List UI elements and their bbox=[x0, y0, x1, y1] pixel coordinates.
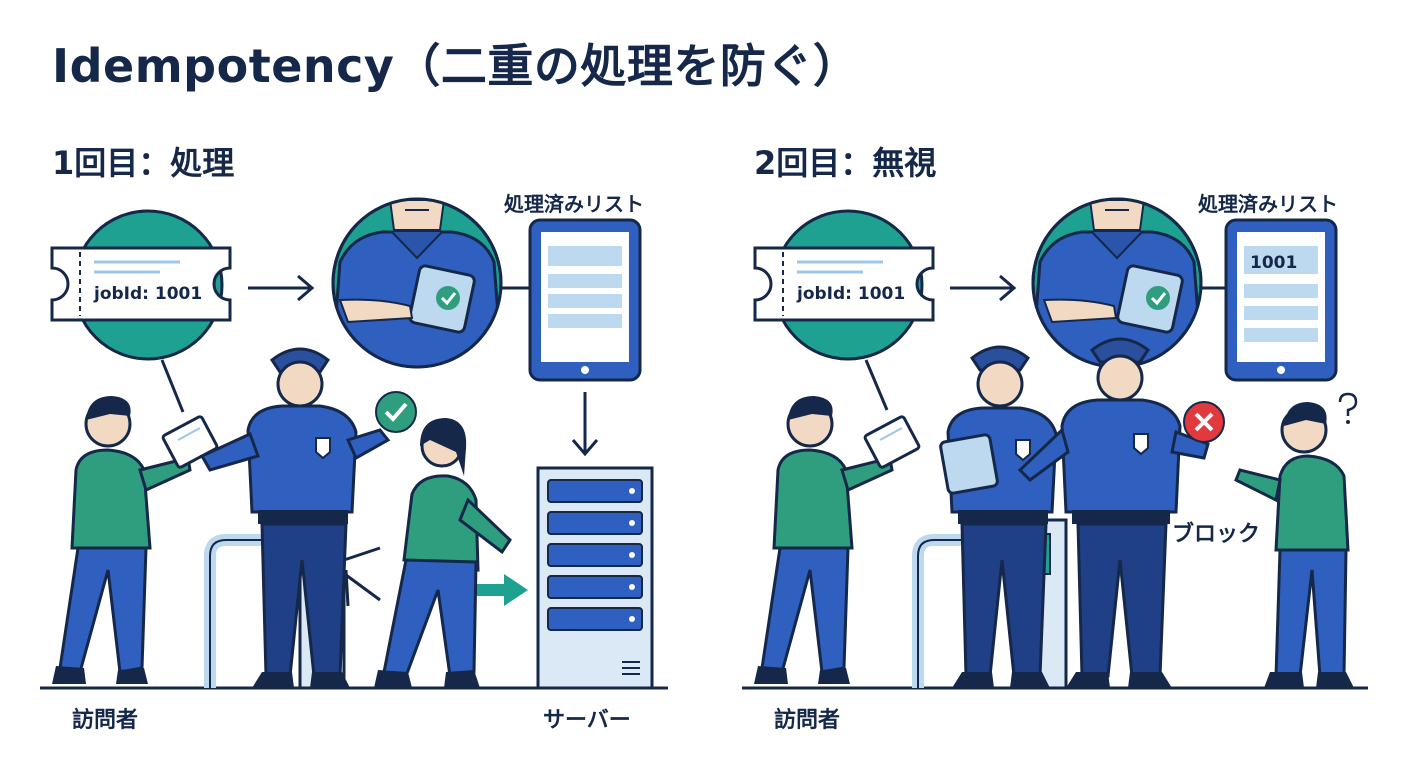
page-title: Idempotency（二重の処理を防ぐ） bbox=[52, 39, 860, 93]
cross-icon bbox=[1183, 401, 1225, 443]
guard-check-zoom-circle-right bbox=[1031, 197, 1203, 369]
ticket-icon-right: jobId: 1001 bbox=[753, 246, 935, 322]
second-time-heading: 2回目：無視 bbox=[754, 144, 937, 182]
guard-blocking bbox=[1017, 337, 1210, 688]
confused-visitor bbox=[1234, 392, 1358, 688]
teal-arrow-icon bbox=[476, 574, 528, 606]
arrow-right-icon bbox=[248, 274, 315, 302]
ticket-text-right: jobId: 1001 bbox=[796, 284, 905, 304]
arrow-down-icon bbox=[571, 392, 599, 457]
visitor-label-right: 訪問者 bbox=[774, 708, 841, 733]
guard-check-zoom-circle bbox=[331, 197, 503, 369]
ticket-text-left: jobId: 1001 bbox=[93, 284, 202, 304]
processed-list-tablet-right: 1001 bbox=[1224, 218, 1338, 382]
arrow-right-icon-2 bbox=[950, 274, 1017, 302]
visitor-person-right bbox=[754, 396, 894, 684]
visitor-label-left: 訪問者 bbox=[72, 708, 139, 733]
processed-list-label-right: 処理済みリスト bbox=[1198, 192, 1338, 216]
server-rack bbox=[536, 466, 654, 690]
first-time-heading: 1回目：処理 bbox=[52, 144, 235, 182]
processed-list-label-left: 処理済みリスト bbox=[504, 192, 644, 216]
block-label: ブロック bbox=[1172, 522, 1261, 547]
visitor-person-left bbox=[52, 396, 192, 684]
ticket-icon: jobId: 1001 bbox=[50, 246, 232, 322]
guard-left bbox=[199, 347, 391, 688]
server-label: サーバー bbox=[543, 708, 631, 733]
check-icon bbox=[375, 391, 417, 433]
guard-with-tablet bbox=[939, 345, 1058, 688]
processed-list-tablet-left bbox=[528, 218, 642, 382]
handed-ticket-right bbox=[863, 415, 921, 469]
woman-walking bbox=[374, 418, 512, 688]
processed-entry: 1001 bbox=[1250, 253, 1297, 273]
